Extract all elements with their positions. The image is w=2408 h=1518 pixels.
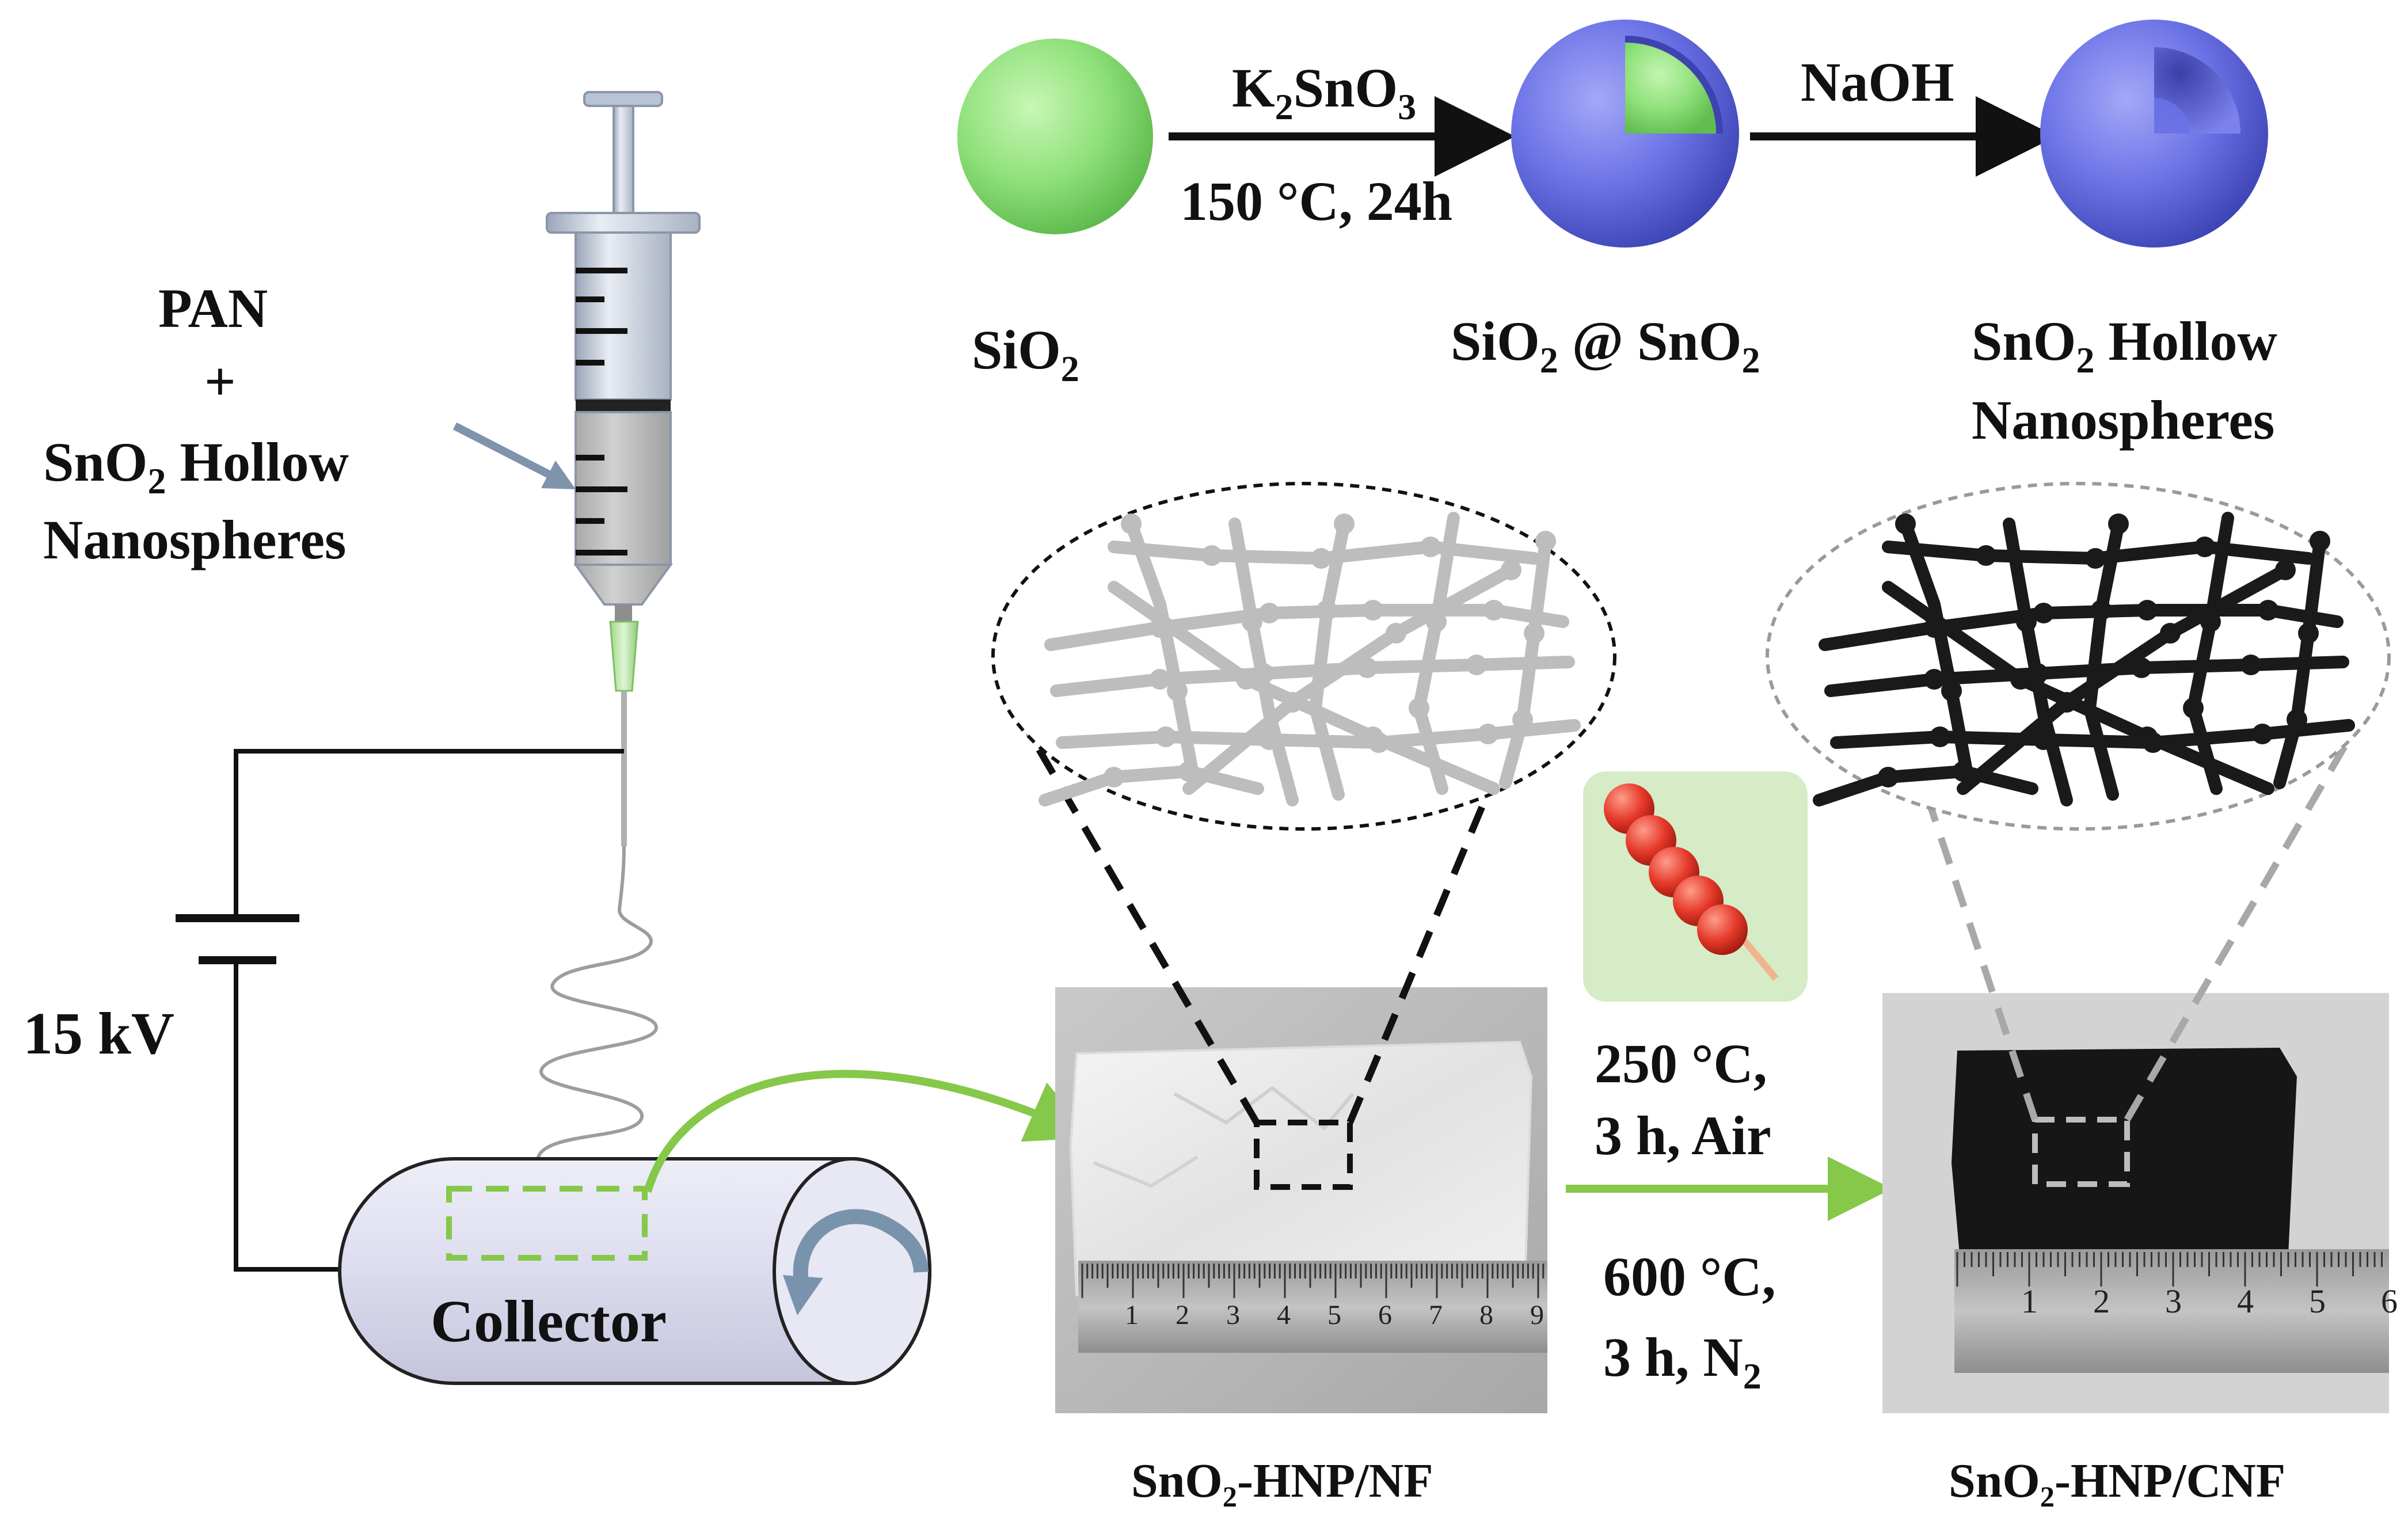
ruler-number: 9 [1530,1300,1544,1330]
fiber-network-grey [991,482,1616,831]
syringe [546,91,701,846]
ruler-number: 2 [2093,1283,2110,1320]
ruler-number: 3 [1226,1300,1240,1330]
label-hollow-line1: SnO2 Hollow [1972,310,2277,381]
polymer-jet [536,846,659,1199]
tanghulu-icon [1604,783,1779,981]
transfer-arrow [644,1070,1093,1193]
silica-sphere [957,39,1153,234]
ruler-number: 4 [2237,1283,2254,1320]
fiber-network-black [1766,482,2391,831]
ruler-number: 3 [2165,1283,2182,1320]
ruler-number: 5 [2309,1283,2326,1320]
syringe-graduations [576,268,627,556]
solution-pointer-arrow [452,422,564,485]
circuit [234,749,624,1272]
step-b-line2: 3 h, N2 [1603,1326,1762,1397]
white-fiber-mat [1069,1040,1533,1297]
step-a-line1: 250 °C, [1595,1033,1767,1094]
condition-150c-24h: 150 °C, 24h [1180,170,1452,232]
conversion-step: 250 °C, 3 h, Air 600 °C, 3 h, N2 [1566,771,1892,1397]
ruler-number: 4 [1277,1300,1291,1330]
label-hollow-line2: Nanospheres [1972,389,2274,451]
ruler-number: 6 [1378,1300,1392,1330]
zoom-region-cnf [2032,1117,2130,1187]
ruler-number: 8 [1479,1300,1493,1330]
solution-pan: PAN [158,277,268,339]
collector-label: Collector [431,1288,667,1355]
sampling-region [446,1186,648,1261]
step-a-line2: 3 h, Air [1595,1105,1771,1166]
ruler-number: 2 [1176,1300,1189,1330]
caption-cnf: SnO₂-HNP/CNF [1949,1454,2285,1508]
reagent-k2sno3: K2SnO3 [1232,57,1416,127]
ruler-number: 1 [1125,1300,1139,1330]
solution-plus: + [204,351,236,412]
ruler-number: 5 [1327,1300,1341,1330]
photo-cnf-mat: 1 2 3 4 5 6 [1882,993,2398,1413]
voltage-label: 15 kV [23,1000,174,1067]
collector-drum: Collector [338,1157,931,1385]
core-shell-sphere [1511,20,1739,248]
label-silica: SiO2 [972,319,1079,389]
synthesis-scheme: K2SnO3 150 °C, 24h NaOH SiO2 SiO2 @ SnO2… [957,20,2277,451]
electrospinning-setup: PAN + SnO2 Hollow Nanospheres [23,91,1093,1385]
solution-line4: Nanospheres [43,509,346,570]
rotation-arrow [793,1209,929,1292]
caption-nf: SnO₂-HNP/NF [1131,1454,1433,1508]
label-core-shell: SiO2 @ SnO2 [1451,310,1760,381]
solution-line3: SnO2 Hollow [43,431,349,501]
ruler-left: 1 2 3 4 5 6 7 8 9 [1078,1261,1547,1353]
ruler-right: 1 2 3 4 5 6 [1954,1249,2398,1373]
zoom-region-nf [1254,1120,1353,1190]
photo-nf-mat: 1 2 3 4 5 6 7 8 9 [1055,987,1547,1413]
ruler-number: 7 [1429,1300,1443,1330]
ruler-number: 1 [2021,1283,2038,1320]
reagent-naoh: NaOH [1801,51,1954,113]
ruler-number: 6 [2381,1283,2398,1320]
hollow-sphere [2040,20,2268,248]
step-b-line1: 600 °C, [1603,1246,1776,1307]
